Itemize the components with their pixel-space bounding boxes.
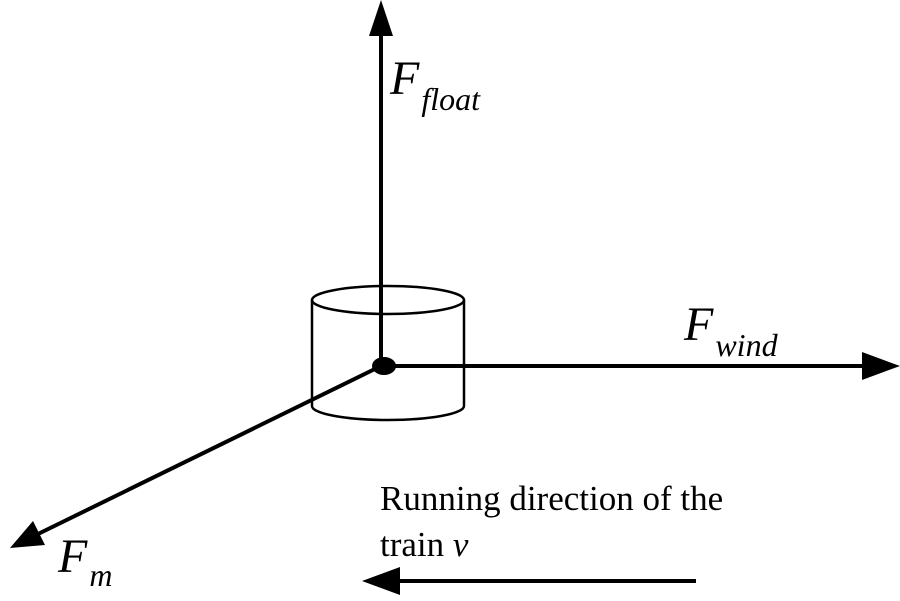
cylinder-top-ellipse (310, 284, 466, 316)
magnetic-force-subscript: m (89, 557, 112, 593)
train-caption-text: train (380, 525, 453, 564)
float-arrowhead (369, 0, 393, 36)
train-velocity-symbol: v (453, 525, 469, 564)
cylinder-bottom-arc (310, 405, 466, 422)
magnetic-arrowhead (10, 521, 45, 548)
float-force-label: Ffloat (389, 52, 481, 117)
train-direction-arrow (362, 567, 696, 595)
origin-point (372, 357, 396, 375)
float-force-subscript: float (421, 81, 481, 117)
wind-force-label: Fwind (683, 298, 779, 363)
wind-force-arrow (381, 352, 900, 380)
magnetic-force-label: Fm (57, 530, 112, 593)
wind-force-subscript: wind (715, 327, 778, 363)
train-caption-line1: Running direction of the (380, 479, 723, 518)
wind-force-symbol: F (683, 298, 714, 351)
magnetic-force-arrow (10, 364, 382, 548)
cylinder-body (310, 284, 466, 422)
magnetic-arrow-shaft (37, 364, 382, 536)
magnetic-force-symbol: F (57, 530, 88, 583)
train-caption-line2: train v (380, 525, 469, 564)
float-force-symbol: F (389, 52, 420, 105)
train-arrowhead (362, 567, 400, 595)
float-force-arrow (369, 0, 393, 366)
wind-arrowhead (862, 352, 900, 380)
